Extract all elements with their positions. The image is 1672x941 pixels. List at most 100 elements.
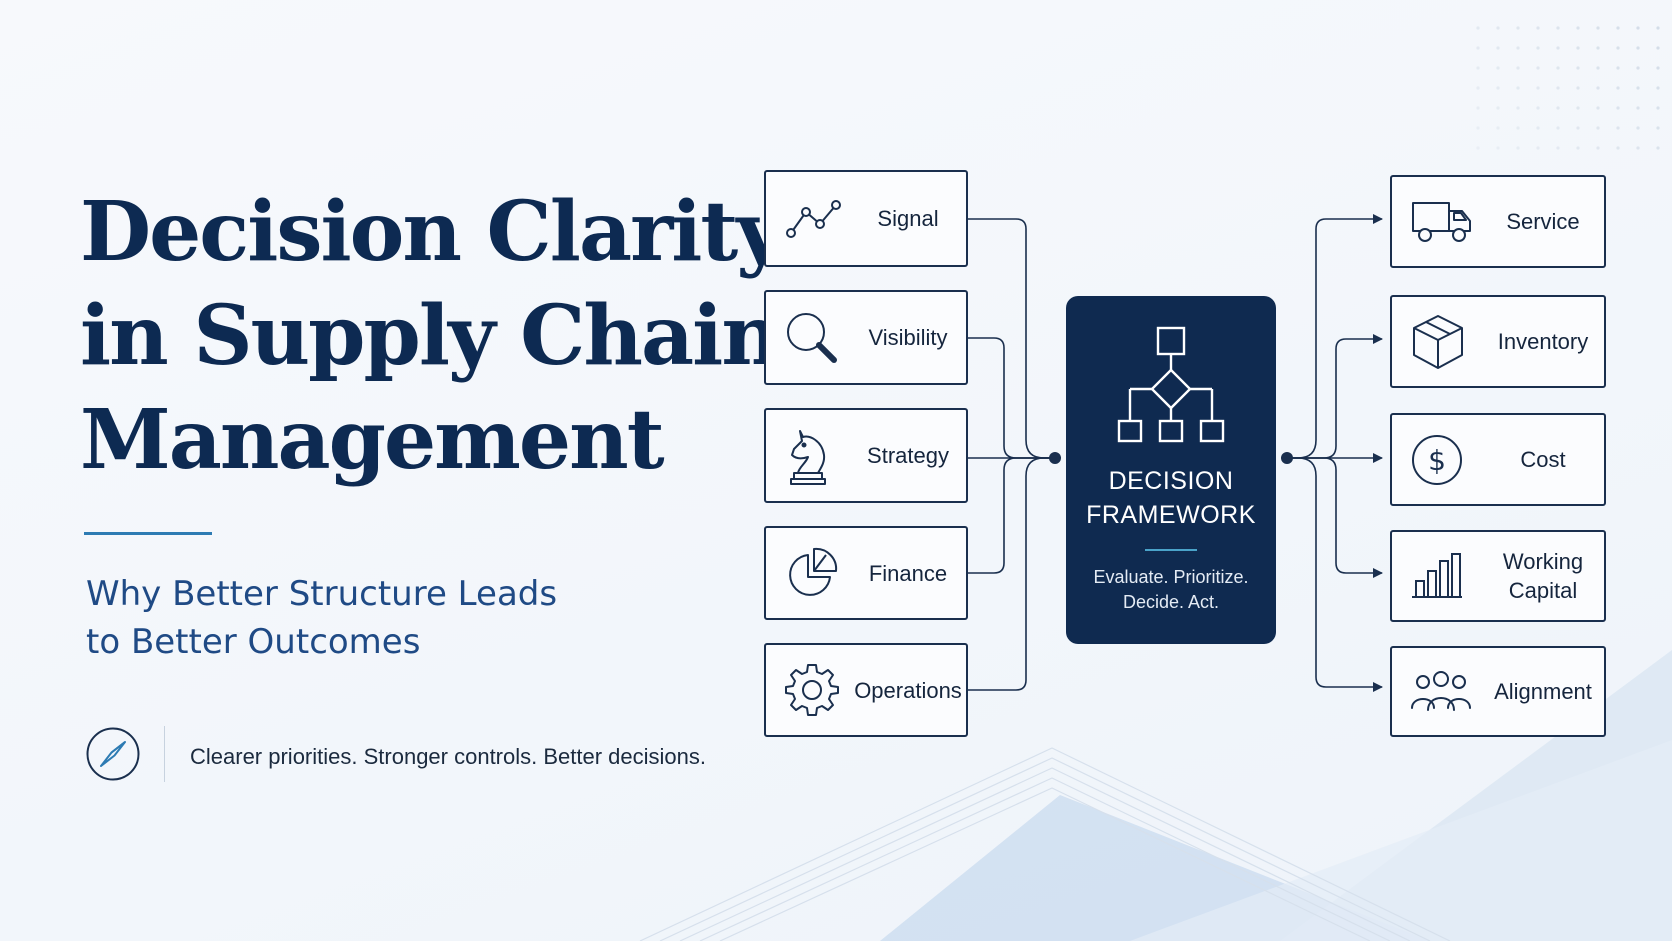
- framework-subtitle: Evaluate. Prioritize. Decide. Act.: [1066, 565, 1276, 615]
- decor-dot: [1476, 46, 1480, 50]
- decision-framework-panel: DECISION FRAMEWORK Evaluate. Prioritize.…: [1066, 296, 1276, 644]
- decor-dot: [1656, 106, 1660, 110]
- decor-dot: [1496, 146, 1500, 150]
- page-title: Decision Clarity in Supply Chain Managem…: [80, 180, 784, 492]
- output-box-alignment[interactable]: Alignment: [1390, 646, 1606, 737]
- decor-dot: [1516, 86, 1520, 90]
- decor-dot: [1516, 26, 1520, 30]
- decor-dot: [1576, 146, 1580, 150]
- output-box-inventory[interactable]: Inventory: [1390, 295, 1606, 388]
- output-box-working-capital[interactable]: Working Capital: [1390, 530, 1606, 622]
- decor-dot: [1616, 66, 1620, 70]
- decor-dot: [1616, 146, 1620, 150]
- decor-dot: [1636, 106, 1640, 110]
- decor-dot: [1536, 66, 1540, 70]
- connector-working-capital: [1287, 457, 1383, 578]
- subtitle-line-1: Why Better Structure Leads: [86, 574, 558, 614]
- decor-dot: [1616, 126, 1620, 130]
- connector-visibility: [968, 337, 1055, 459]
- output-junction-dot: [1281, 452, 1293, 464]
- decor-dot: [1496, 106, 1500, 110]
- decor-dot: [1576, 26, 1580, 30]
- title-accent-rule: [84, 532, 212, 535]
- decor-dot: [1636, 86, 1640, 90]
- input-box-visibility[interactable]: Visibility: [764, 290, 968, 385]
- framework-accent-rule: [1145, 549, 1197, 551]
- output-label-alignment: Alignment: [1488, 648, 1598, 735]
- decor-dot: [1556, 46, 1560, 50]
- input-box-strategy[interactable]: Strategy: [764, 408, 968, 503]
- decor-dot: [1656, 126, 1660, 130]
- decor-dot: [1476, 86, 1480, 90]
- input-box-signal[interactable]: Signal: [764, 170, 968, 267]
- decor-dot: [1516, 106, 1520, 110]
- decor-dot: [1556, 66, 1560, 70]
- output-label-working-text: Working: [1502, 549, 1584, 574]
- input-label-finance: Finance: [868, 560, 948, 586]
- decor-dot: [1556, 126, 1560, 130]
- decor-dot: [1556, 86, 1560, 90]
- output-box-cost[interactable]: $ Cost: [1390, 413, 1606, 506]
- output-label-capital-text: Capital: [1508, 578, 1578, 603]
- decor-dot: [1516, 66, 1520, 70]
- framework-title-line-1: DECISION: [1108, 467, 1234, 495]
- decor-dot: [1536, 46, 1540, 50]
- framework-subtitle-line-2: Decide. Act.: [1122, 592, 1220, 612]
- decor-dot: [1556, 146, 1560, 150]
- decor-dot: [1656, 146, 1660, 150]
- output-label-cost-text: Cost: [1520, 447, 1566, 472]
- decor-dot: [1596, 106, 1600, 110]
- output-box-service[interactable]: Service: [1390, 175, 1606, 268]
- output-label-service-text: Service: [1506, 209, 1580, 234]
- decor-dot: [1576, 106, 1580, 110]
- decor-dot: [1656, 66, 1660, 70]
- line-chart-icon: [786, 199, 841, 238]
- decor-dot: [1536, 86, 1540, 90]
- decor-dot: [1536, 126, 1540, 130]
- connector-service: [1287, 214, 1383, 459]
- title-line-2: in Supply Chain: [80, 288, 781, 384]
- output-label-service: Service: [1488, 177, 1598, 266]
- decor-dot: [1516, 146, 1520, 150]
- input-label-visibility: Visibility: [868, 325, 948, 350]
- decor-dot: [1536, 26, 1540, 30]
- title-line-3: Management: [80, 392, 665, 488]
- output-label-inventory-text: Inventory: [1497, 329, 1589, 354]
- output-label-alignment-text: Alignment: [1494, 679, 1592, 704]
- delivery-truck-icon: [1412, 201, 1471, 242]
- decor-dot: [1596, 126, 1600, 130]
- connector-signal: [968, 218, 1055, 459]
- decor-dot: [1596, 66, 1600, 70]
- decor-dot: [1616, 26, 1620, 30]
- input-label-strategy: Strategy: [867, 443, 949, 468]
- decor-dot: [1536, 106, 1540, 110]
- team-people-icon: [1411, 670, 1471, 711]
- tagline-divider: [164, 726, 165, 782]
- connector-inventory: [1287, 334, 1383, 459]
- gear-icon: [785, 664, 839, 716]
- chess-knight-icon: [790, 429, 826, 485]
- decor-dot: [1636, 66, 1640, 70]
- decor-dot: [1636, 46, 1640, 50]
- output-label-inventory: Inventory: [1488, 297, 1598, 386]
- decor-dot: [1636, 146, 1640, 150]
- decor-dot: [1616, 86, 1620, 90]
- decor-dot: [1496, 46, 1500, 50]
- framework-subtitle-line-1: Evaluate. Prioritize.: [1093, 567, 1249, 587]
- decor-dot: [1496, 66, 1500, 70]
- dollar-coin-icon: $: [1412, 434, 1462, 485]
- tagline: Clearer priorities. Stronger controls. B…: [190, 744, 706, 769]
- decor-dot: [1616, 46, 1620, 50]
- pie-chart-icon: [789, 547, 838, 596]
- package-box-icon: [1413, 314, 1463, 369]
- input-box-operations[interactable]: Operations: [764, 643, 968, 737]
- input-box-finance[interactable]: Finance: [764, 526, 968, 620]
- framework-title-line-2: FRAMEWORK: [1086, 501, 1256, 529]
- decor-dot: [1656, 26, 1660, 30]
- connector-finance: [968, 457, 1055, 574]
- decor-dot: [1576, 66, 1580, 70]
- decor-dot: [1596, 46, 1600, 50]
- decor-dot: [1636, 26, 1640, 30]
- decor-dot: [1576, 46, 1580, 50]
